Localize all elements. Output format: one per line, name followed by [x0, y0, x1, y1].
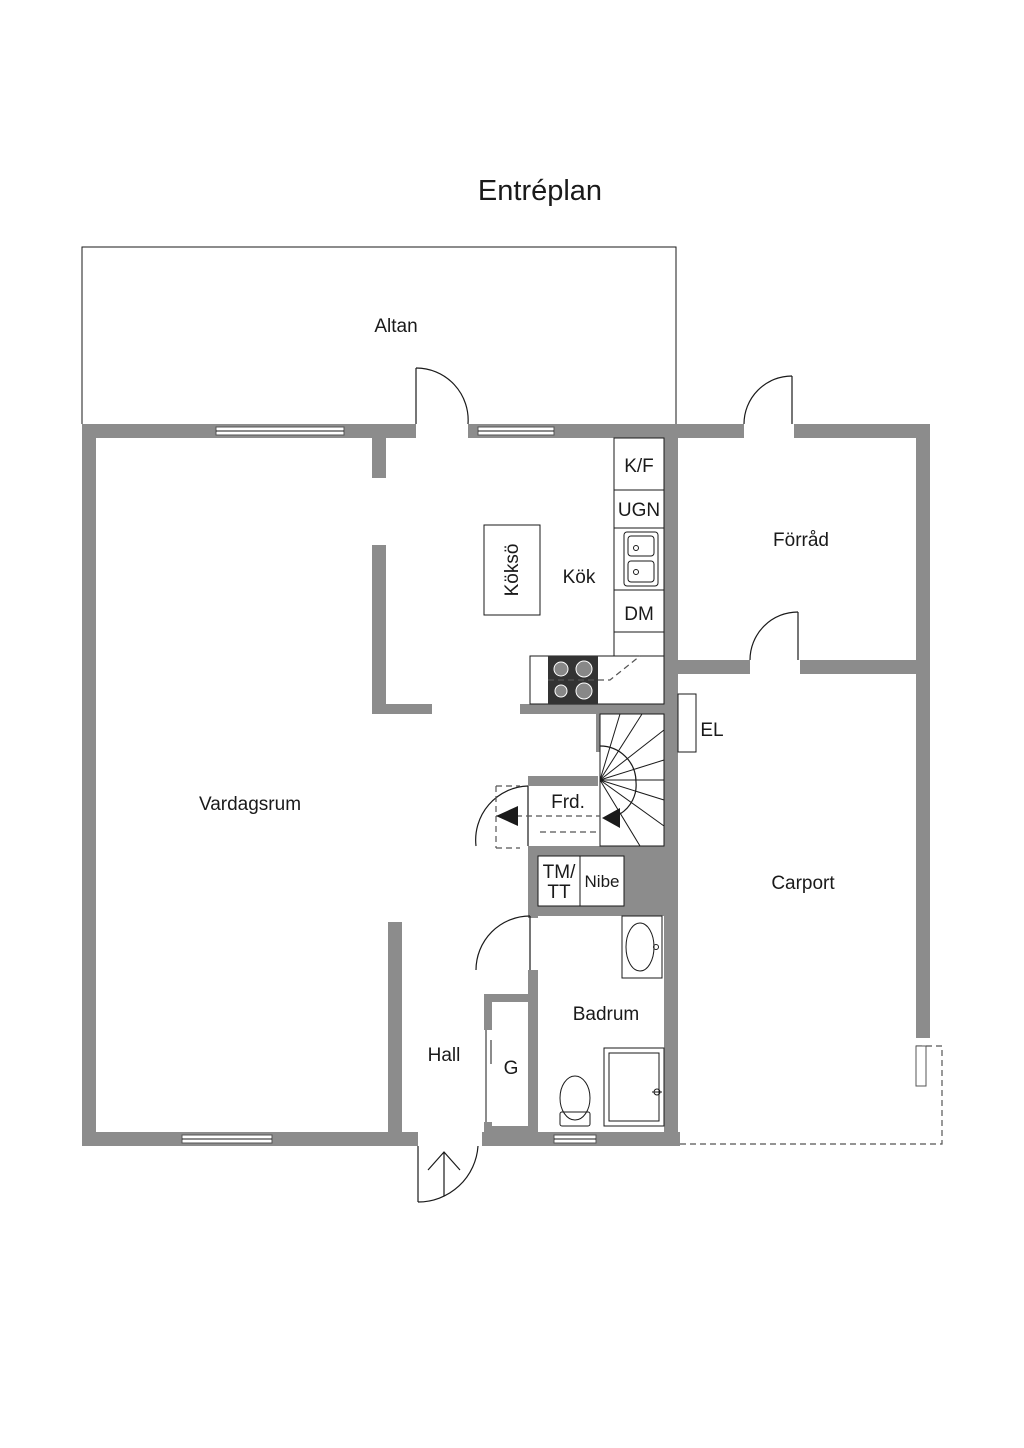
sink-icon: [623, 531, 659, 587]
label-tm: TM/: [543, 862, 576, 883]
carport-dashed-outline: [680, 1045, 943, 1145]
label-dm: DM: [624, 604, 654, 625]
altan-outline: [81, 246, 677, 424]
hood-dashed: [548, 655, 641, 681]
label-vardagsrum: Vardagsrum: [199, 794, 301, 815]
walls: [82, 424, 930, 1146]
technical-closet: [537, 855, 625, 907]
doors: [415, 367, 799, 1203]
label-g: G: [504, 1058, 519, 1079]
bathroom-sink-icon: [621, 915, 663, 979]
label-tt: TT: [547, 882, 571, 903]
staircase: [495, 713, 665, 849]
label-nibe: Nibe: [585, 872, 620, 891]
kitchen-island: [483, 524, 541, 616]
shower-icon: [603, 1047, 665, 1127]
entry-arrow-icon: [427, 1151, 461, 1196]
label-altan: Altan: [374, 316, 417, 337]
label-carport: Carport: [771, 873, 835, 894]
label-kok: Kök: [563, 567, 596, 588]
label-frd: Frd.: [551, 792, 585, 813]
label-hall: Hall: [428, 1045, 461, 1066]
label-forrad: Förråd: [773, 530, 829, 551]
label-koksö: Köksö: [502, 544, 523, 597]
label-badrum: Badrum: [573, 1004, 640, 1025]
plan-title: Entréplan: [478, 175, 602, 207]
label-ugn: UGN: [618, 500, 660, 521]
label-el: EL: [700, 720, 723, 741]
toilet-icon: [559, 1075, 591, 1127]
windows: [181, 426, 597, 1144]
carport-post: [915, 1045, 927, 1087]
label-kf: K/F: [624, 456, 654, 477]
